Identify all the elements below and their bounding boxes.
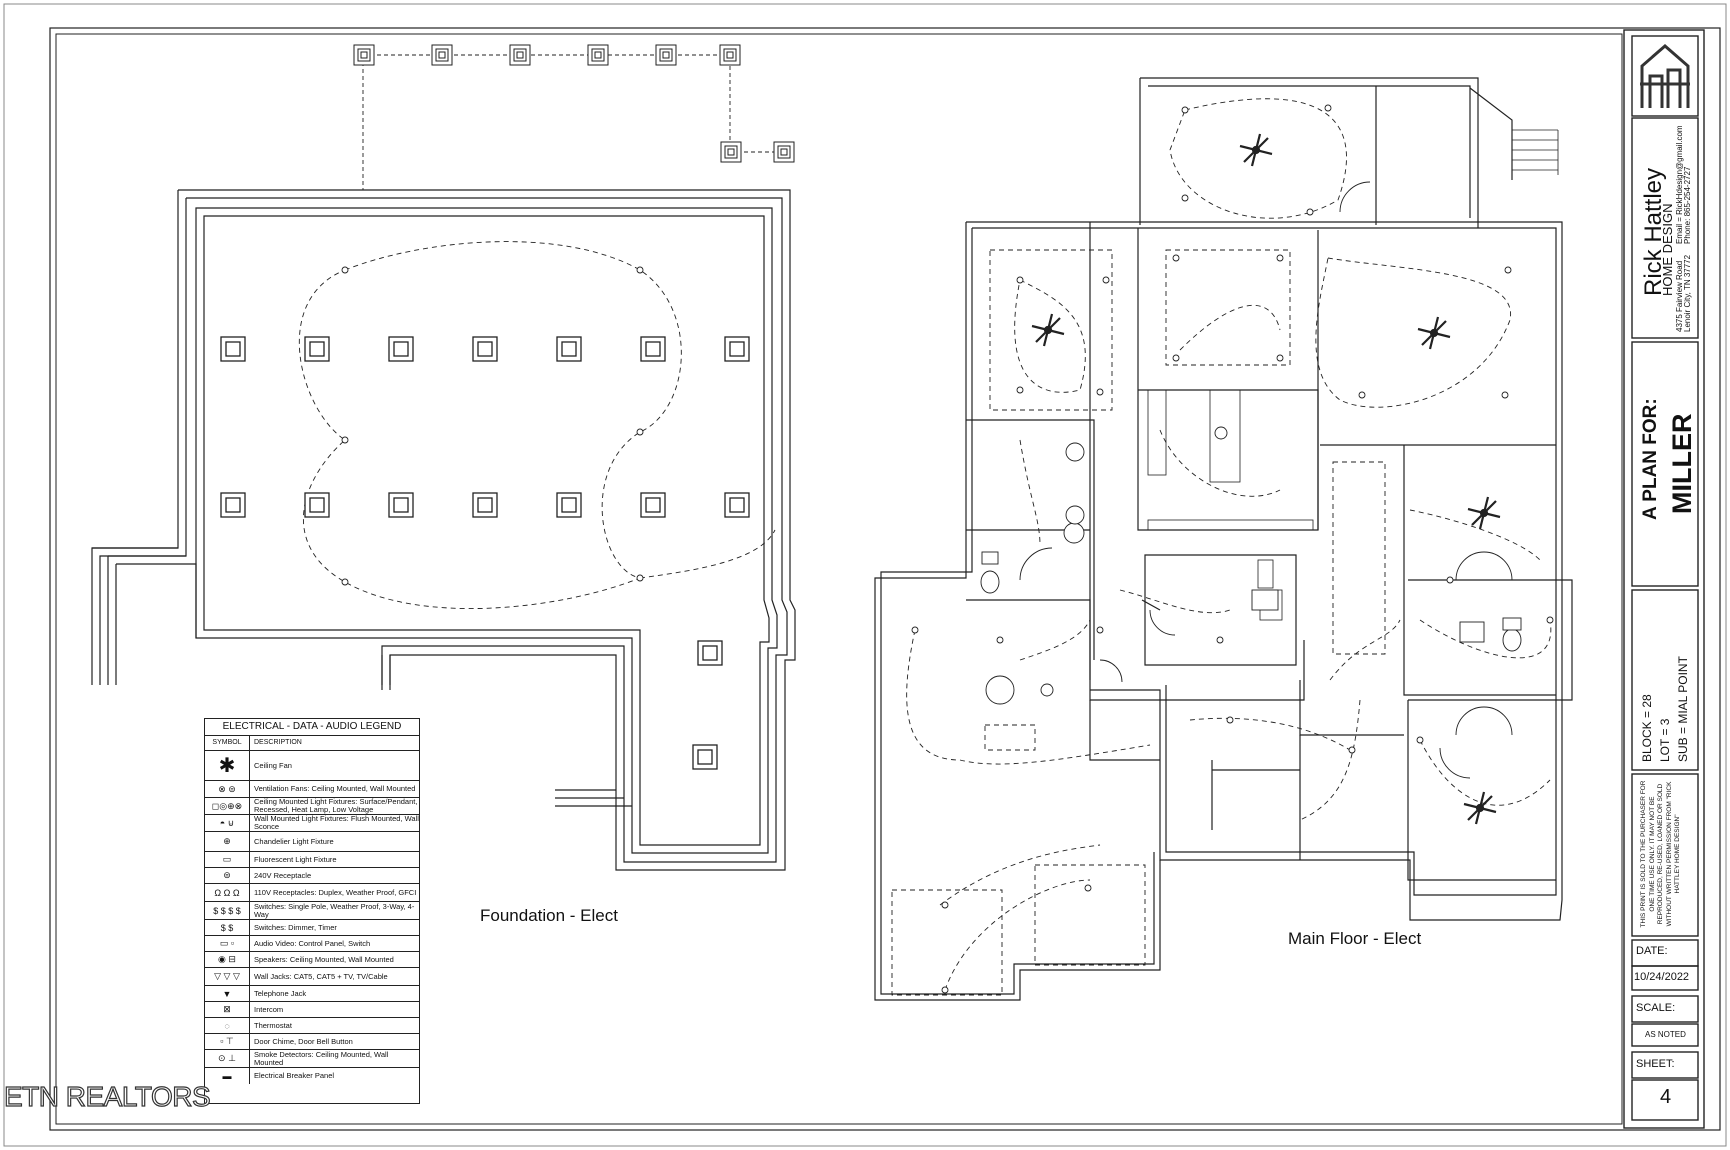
legend-description: Intercom bbox=[254, 1004, 284, 1014]
dimmer-switch-icon: $ $ bbox=[205, 920, 250, 935]
legend-description: Smoke Detectors: Ceiling Mounted, Wall M… bbox=[254, 1049, 389, 1067]
foundation-walls bbox=[91, 189, 796, 871]
legend-header: SYMBOL DESCRIPTION bbox=[205, 736, 419, 751]
legend-description: Ceiling Mounted Light Fixtures: Surface/… bbox=[254, 797, 418, 814]
main-floor-walls bbox=[874, 77, 1573, 1001]
legend-row: ▬ Electrical Breaker Panel bbox=[205, 1068, 419, 1084]
legend-row: ▼ Telephone Jack bbox=[205, 986, 419, 1002]
sheet-number: 4 bbox=[1660, 1086, 1672, 1108]
legend-row: ▭ Fluorescent Light Fixture bbox=[205, 852, 419, 868]
legend-row: ⊠ Intercom bbox=[205, 1002, 419, 1018]
legend-description: 240V Receptacle bbox=[254, 870, 312, 880]
legend-row: $ $ $ $Switches: Single Pole, Weather Pr… bbox=[205, 902, 419, 920]
legend-description: Switches: Dimmer, Timer bbox=[254, 922, 337, 932]
legend-description: Wall Jacks: CAT5, CAT5 + TV, TV/Cable bbox=[254, 971, 388, 981]
legend-description: Wall Mounted Light Fixtures: Flush Mount… bbox=[254, 814, 419, 831]
legend-description: Door Chime, Door Bell Button bbox=[254, 1036, 353, 1046]
main-floor-plan-title: Main Floor - Elect bbox=[1288, 929, 1422, 948]
company-city: Lenoir City, TN 37772 bbox=[1683, 254, 1692, 332]
legend-row: ◌ Thermostat bbox=[205, 1018, 419, 1034]
switch-icon: $ $ $ $ bbox=[205, 902, 250, 919]
wall-light-icon: ◓ ⊍ bbox=[205, 815, 250, 831]
company-phone: Phone: 865-254-2727 bbox=[1683, 166, 1692, 244]
legend-description-header: DESCRIPTION bbox=[254, 739, 302, 746]
legend-row: ◻◎⊕⊗Ceiling Mounted Light Fixtures: Surf… bbox=[205, 798, 419, 815]
legend-description: Thermostat bbox=[254, 1020, 292, 1030]
scale-label: SCALE: bbox=[1636, 1002, 1676, 1014]
thermostat-icon: ◌ bbox=[205, 1018, 250, 1033]
legend-rows: ✱ Ceiling Fan ⊗ ⊜ Ventilation Fans: Ceiling… bbox=[205, 751, 419, 1084]
speaker-icon: ◉ ⊟ bbox=[205, 952, 250, 967]
legend-description: Ventilation Fans: Ceiling Mounted, Wall … bbox=[254, 784, 416, 793]
legend-row: ⊗ ⊜ Ventilation Fans: Ceiling Mounted, Wa… bbox=[205, 781, 419, 798]
legend-row: ▽ ▽ ▽ Wall Jacks: CAT5, CAT5 + TV, TV/Cab… bbox=[205, 968, 419, 986]
plan-for-label: A PLAN FOR: bbox=[1640, 398, 1661, 520]
intercom-icon: ⊠ bbox=[205, 1002, 250, 1017]
foundation-plan-title: Foundation - Elect bbox=[480, 906, 618, 925]
electrical-legend: ELECTRICAL - DATA - AUDIO LEGEND SYMBOL … bbox=[204, 718, 420, 1104]
smoke-detector-icon: ⊙ ⊥ bbox=[205, 1050, 250, 1067]
legend-row: ◓ ⊍Wall Mounted Light Fixtures: Flush Mo… bbox=[205, 815, 419, 832]
legend-description: Ceiling Fan bbox=[254, 760, 292, 770]
legend-description: 110V Receptacles: Duplex, Weather Proof,… bbox=[254, 887, 417, 897]
scale-value: AS NOTED bbox=[1645, 1030, 1686, 1039]
ceiling-light-icon: ◻◎⊕⊗ bbox=[205, 798, 250, 814]
legend-description: Fluorescent Light Fixture bbox=[254, 854, 337, 864]
foundation-lights bbox=[220, 336, 750, 770]
legend-description: Chandelier Light Fixture bbox=[254, 836, 334, 846]
ceiling-fan-icon: ✱ bbox=[205, 751, 250, 780]
date-label: DATE: bbox=[1636, 945, 1668, 957]
company-subtitle: HOME DESIGN bbox=[1660, 203, 1675, 296]
lot-number: LOT = 3 bbox=[1658, 718, 1672, 762]
door-chime-icon: ▫ ⊤ bbox=[205, 1034, 250, 1049]
sheet-label: SHEET: bbox=[1636, 1058, 1675, 1070]
fluorescent-icon: ▭ bbox=[205, 852, 250, 867]
legend-description: Electrical Breaker Panel bbox=[254, 1071, 335, 1080]
legend-row: ⊕ Chandelier Light Fixture bbox=[205, 832, 419, 852]
wall-jack-icon: ▽ ▽ ▽ bbox=[205, 968, 250, 985]
legend-description: Audio Video: Control Panel, Switch bbox=[254, 938, 371, 948]
legend-row: ⊙ ⊥Smoke Detectors: Ceiling Mounted, Wal… bbox=[205, 1050, 419, 1068]
legend-row: Ω Ω Ω 110V Receptacles: Duplex, Weather P… bbox=[205, 884, 419, 902]
client-name: MILLER bbox=[1667, 413, 1697, 515]
date-value: 10/24/2022 bbox=[1634, 971, 1690, 983]
breaker-panel-icon: ▬ bbox=[205, 1068, 250, 1084]
legend-symbol-header: SYMBOL bbox=[205, 736, 250, 750]
copyright-disclaimer: THIS PRINT IS SOLD TO THE PURCHASER FOR … bbox=[1640, 780, 1681, 928]
telephone-jack-icon: ▼ bbox=[205, 986, 250, 1001]
legend-row: ✱ Ceiling Fan bbox=[205, 751, 419, 781]
subdivision: SUB = MIAL POINT bbox=[1676, 656, 1690, 762]
legend-description: Switches: Single Pole, Weather Proof, 3-… bbox=[254, 901, 415, 919]
legend-row: ⊜ 240V Receptacle bbox=[205, 868, 419, 884]
chandelier-icon: ⊕ bbox=[205, 832, 250, 851]
devices bbox=[341, 104, 1554, 994]
legend-row: ◉ ⊟ Speakers: Ceiling Mounted, Wall Mount… bbox=[205, 952, 419, 968]
240v-receptacle-icon: ⊜ bbox=[205, 868, 250, 883]
audio-video-icon: ▭ ▫ bbox=[205, 936, 250, 951]
legend-row: $ $ Switches: Dimmer, Timer bbox=[205, 920, 419, 936]
legend-description: Telephone Jack bbox=[254, 988, 307, 998]
deck-posts bbox=[353, 44, 795, 163]
legend-row: ▭ ▫ Audio Video: Control Panel, Switch bbox=[205, 936, 419, 952]
legend-description: Speakers: Ceiling Mounted, Wall Mounted bbox=[254, 954, 394, 964]
legend-row: ▫ ⊤ Door Chime, Door Bell Button bbox=[205, 1034, 419, 1050]
110v-receptacle-icon: Ω Ω Ω bbox=[205, 884, 250, 901]
legend-title: ELECTRICAL - DATA - AUDIO LEGEND bbox=[205, 719, 419, 736]
ceiling-fans bbox=[1031, 133, 1501, 825]
vent-fan-icon: ⊗ ⊜ bbox=[205, 781, 250, 797]
block-number: BLOCK = 28 bbox=[1640, 694, 1654, 762]
watermark: ETN REALTORS bbox=[3, 1080, 211, 1112]
